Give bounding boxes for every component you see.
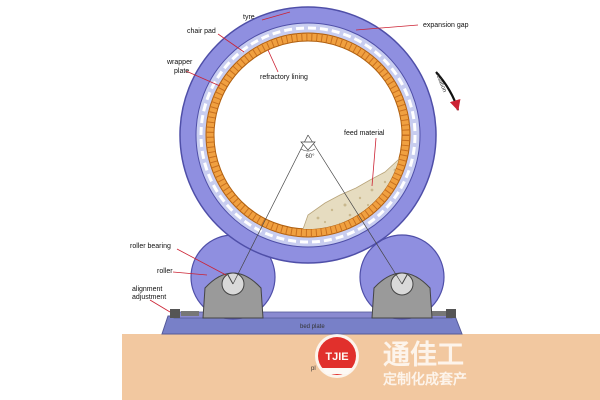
label-expansion-gap: expansion gap (423, 22, 469, 29)
watermark-tagline: 定制化成套产 (383, 371, 467, 388)
label-foundation-partial: pl (311, 366, 316, 372)
chair-pad-ring (199, 26, 417, 244)
watermark: TJIE 通佳工 定制化成套产 (315, 334, 467, 388)
watermark-logo: TJIE (315, 334, 359, 378)
alignment-adjustment-bolt-right (428, 309, 456, 318)
label-alignment-line1: alignment (132, 286, 162, 293)
alignment-adjustment-bolt-left (170, 309, 199, 318)
leader-lines (149, 11, 419, 313)
label-roller: roller (157, 268, 173, 275)
label-chair-pad: chair pad (187, 28, 216, 35)
angle-marker (300, 141, 316, 151)
label-refractory-lining: refractory lining (260, 74, 308, 81)
refractory-bricks (206, 33, 410, 237)
label-tyre: tyre (243, 14, 255, 21)
svg-text:TJIE: TJIE (325, 351, 348, 363)
angle-construction-lines (232, 134, 403, 285)
label-roller-bearing: roller bearing (130, 243, 171, 250)
label-wrapper-plate-line1: wrapper (166, 59, 193, 66)
label-feed-material: feed material (344, 130, 385, 137)
angle-label: 60° (305, 154, 315, 160)
label-alignment-line2: adjustment (132, 294, 166, 301)
watermark-company-name: 通佳工 (383, 340, 464, 371)
roller-bearing-left (202, 272, 264, 319)
label-wrapper-plate-line2: plate (174, 68, 189, 75)
rotation-arrow (435, 71, 461, 112)
label-bed-plate: bed plate (300, 324, 325, 330)
ground-foundation (122, 334, 600, 400)
